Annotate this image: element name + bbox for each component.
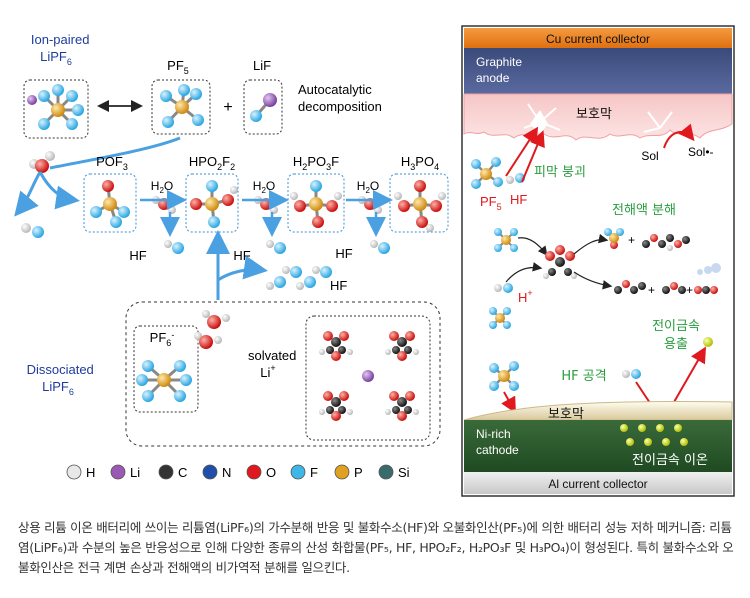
hydrolysis-arrow [49,136,181,170]
h2po3f-molecule [290,180,342,228]
legend-label-h: H [86,465,95,480]
sei-crack-burst-2 [643,111,673,133]
figure-caption: 상용 리튬 이온 배터리에 쓰이는 리튬염(LiPF₆)의 가수분해 반응 및 … [18,520,734,575]
svg-text:+: + [648,283,655,297]
legend-swatch-h [66,464,82,480]
solvated-li-label: solvated Li+ [248,348,300,380]
lif-label: LiF [253,58,271,73]
h-plus-label: H+ [518,288,533,305]
legend-swatch-c [158,464,174,480]
cu-collector [464,28,732,48]
attack-arrow-top-2 [521,130,545,183]
sol-label: Sol [641,149,658,163]
hf-attack-label: HF 공격 [561,369,606,384]
pf6-label: PF6- [150,330,175,348]
hf-cluster-label: HF [330,278,347,293]
pof3-box [83,173,137,233]
hf-attack-label-top: HF [510,192,527,207]
autocatalytic-label: Autocatalytic decomposition [298,82,382,114]
tm-ion-label: 전이금속 이온 [632,453,708,468]
water-molecule-mid [194,310,230,349]
legend-swatch-li [110,464,126,480]
left-panel: Ion-paired LiPF6 PF5 [14,32,449,480]
solvation-shell [319,331,419,421]
svg-text:H2O: H2O [151,179,173,195]
legend-label-o: O [266,465,276,480]
h2o-step-1: H2O HF [129,179,187,263]
lif-box [243,79,283,135]
hpo2f2-molecule [190,180,238,228]
h3po4-label: H3PO4 [401,154,439,172]
hf-near-cei [622,369,641,379]
pf5-box [151,79,211,135]
film-collapse-label: 피막 붕괴 [534,165,586,180]
sei-label: 보호막 [576,107,612,122]
atom-legend: H Li C N O F P Si [66,464,410,480]
pf6-molecule [136,360,192,402]
pf5-near-sei [471,157,503,189]
pf6-box [133,325,199,413]
cei-label: 보호막 [548,407,584,422]
pf5-near-cei [489,361,519,391]
hf-arrow [217,255,268,282]
legend-swatch-f [290,464,306,480]
al-collector-label: Al current collector [548,477,647,491]
tm-ions-lattice [620,424,688,446]
legend-label-li: Li [130,465,140,480]
al-collector [464,472,732,494]
legend-swatch-n [202,464,218,480]
hf-cluster [266,266,332,290]
legend-swatch-si [378,464,394,480]
attack-arrow-bottom-1 [501,391,516,414]
h2o-step-2: H2O HF [233,179,289,263]
plus-sign: + [223,99,232,116]
reduction-arrow [663,123,695,149]
figure: Ion-paired LiPF6 PF5 [14,25,735,497]
legend-label-si: Si [398,465,410,480]
cei-layer [463,401,733,421]
dissociated-box [125,301,441,447]
lipf6-molecule [27,84,84,130]
ni-rich-cathode [464,420,732,472]
sol-radical-label: Sol•- [688,145,714,159]
lif-molecule [250,93,277,122]
svg-text:+: + [628,233,635,247]
pf5-molecule [160,84,204,128]
solvated-li-box [305,315,431,441]
hf-molecule-left [21,223,44,238]
h3po4-molecule [394,180,446,232]
hpo2f2-label: HPO2F2 [189,154,235,172]
svg-text:H2O: H2O [357,179,379,195]
legend-label-c: C [178,465,187,480]
graphite-anode [464,48,732,94]
legend-swatch-o [246,464,262,480]
svg-text:HF: HF [233,248,250,263]
h2po3f-label: H2PO3F [293,154,339,172]
decomposition-scheme: + + + H+ [489,228,721,329]
legend-label-n: N [222,465,231,480]
water-molecule-top [29,151,55,173]
pof3-molecule [90,180,130,228]
ion-paired-box [23,79,89,139]
legend-label-f: F [310,465,318,480]
legend-label-p: P [354,465,363,480]
legend-swatch-p [334,464,350,480]
svg-text:HF: HF [129,248,146,263]
svg-text:HF: HF [335,246,352,261]
svg-text:+: + [686,283,693,297]
dissolved-tm-ion [703,337,713,347]
dissociated-label: Dissociated LiPF6 [27,362,98,397]
svg-text:H2O: H2O [253,179,275,195]
cu-collector-label: Cu current collector [546,32,650,46]
ion-paired-label: Ion-paired LiPF6 [31,32,93,67]
h2o-step-3: H2O HF [335,179,393,261]
pof3-label: POF3 [96,154,128,172]
pf5-attack-label: PF5 [480,194,502,212]
electrolyte-decomp-label: 전해액 분해 [612,203,676,218]
pf5-label: PF5 [167,58,189,76]
